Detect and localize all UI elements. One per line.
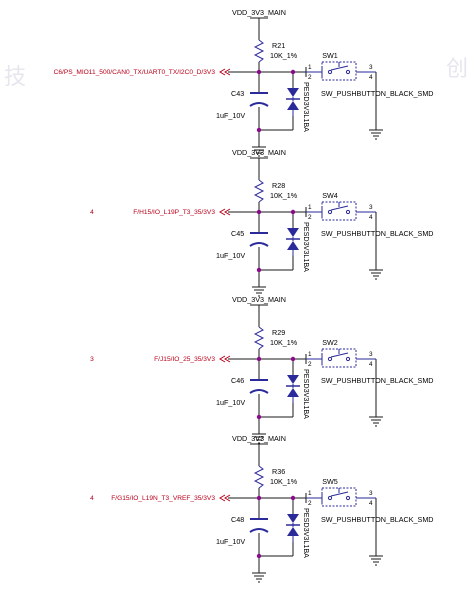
pin-2-label: 2 — [308, 500, 312, 507]
resistor-symbol — [253, 39, 265, 63]
junction-dot — [290, 69, 296, 75]
capacitor-ref: C45 — [231, 229, 244, 238]
resistor-value: 10K_1% — [270, 51, 298, 60]
sheet-number: 4 — [90, 495, 94, 502]
capacitor-symbol — [249, 92, 269, 107]
pushbutton-switch-symbol — [305, 487, 376, 507]
pin-2-label: 2 — [308, 361, 312, 368]
switch-ref: SW2 — [322, 338, 338, 347]
ground-symbol — [369, 269, 383, 280]
net-label: F/J15/IO_25_35/3V3 — [154, 356, 215, 363]
resistor-value: 10K_1% — [270, 191, 298, 200]
capacitor-ref: C43 — [231, 89, 244, 98]
junction-dot — [256, 553, 262, 559]
pin-3-label: 3 — [369, 64, 373, 71]
switch-ref: SW4 — [322, 191, 338, 200]
pin-4-label: 4 — [369, 214, 373, 221]
junction-dot — [256, 356, 262, 362]
sheet-number: 4 — [90, 209, 94, 216]
ground-symbol — [252, 433, 266, 444]
pin-4-label: 4 — [369, 361, 373, 368]
vdd-label: VDD_3V3_MAIN — [232, 148, 286, 157]
junction-dot — [256, 69, 262, 75]
pin-2-label: 2 — [308, 214, 312, 221]
switch-type: SW_PUSHBUTTON_BLACK_SMD — [321, 229, 434, 238]
switch-type: SW_PUSHBUTTON_BLACK_SMD — [321, 515, 434, 524]
pin-3-label: 3 — [369, 490, 373, 497]
capacitor-ref: C46 — [231, 376, 244, 385]
junction-dot — [290, 356, 296, 362]
capacitor-value: 1uF_10V — [216, 251, 245, 260]
vdd-label: VDD_3V3_MAIN — [232, 295, 286, 304]
pushbutton-switch-symbol — [305, 61, 376, 81]
tvs-label: PESD3V3L1BA — [302, 508, 311, 558]
ground-symbol — [252, 146, 266, 157]
resistor-symbol — [253, 465, 265, 489]
tvs-label: PESD3V3L1BA — [302, 369, 311, 419]
watermark-left: 技 — [4, 64, 26, 89]
tvs-label: PESD3V3L1BA — [302, 82, 311, 132]
net-label: F/G15/IO_L19N_T3_VREF_35/3V3 — [111, 495, 215, 502]
resistor-value: 10K_1% — [270, 338, 298, 347]
junction-dot — [290, 495, 296, 501]
ground-symbol — [252, 286, 266, 297]
tvs-diode-symbol — [286, 375, 300, 403]
tvs-diode-symbol — [286, 88, 300, 116]
ground-symbol — [252, 572, 266, 583]
pushbutton-switch-symbol — [305, 201, 376, 221]
pin-1-label: 1 — [308, 64, 312, 71]
pin-1-label: 1 — [308, 351, 312, 358]
capacitor-value: 1uF_10V — [216, 398, 245, 407]
switch-type: SW_PUSHBUTTON_BLACK_SMD — [321, 89, 434, 98]
pin-3-label: 3 — [369, 204, 373, 211]
pin-3-label: 3 — [369, 351, 373, 358]
tvs-diode-symbol — [286, 228, 300, 256]
resistor-ref: R28 — [272, 181, 285, 190]
resistor-ref: R21 — [272, 41, 285, 50]
pin-2-label: 2 — [308, 74, 312, 81]
switch-ref: SW1 — [322, 51, 338, 60]
junction-dot — [256, 127, 262, 133]
junction-dot — [290, 209, 296, 215]
capacitor-symbol — [249, 232, 269, 247]
tvs-diode-symbol — [286, 514, 300, 542]
resistor-symbol — [253, 326, 265, 350]
junction-dot — [256, 414, 262, 420]
capacitor-symbol — [249, 518, 269, 533]
sheet-number: 3 — [90, 356, 94, 363]
resistor-ref: R36 — [272, 467, 285, 476]
pin-1-label: 1 — [308, 204, 312, 211]
pushbutton-switch-symbol — [305, 348, 376, 368]
resistor-ref: R29 — [272, 328, 285, 337]
pin-1-label: 1 — [308, 490, 312, 497]
capacitor-value: 1uF_10V — [216, 111, 245, 120]
junction-dot — [256, 267, 262, 273]
resistor-value: 10K_1% — [270, 477, 298, 486]
pin-4-label: 4 — [369, 74, 373, 81]
net-label: F/H15/IO_L19P_T3_35/3V3 — [133, 209, 215, 216]
ground-symbol — [369, 555, 383, 566]
capacitor-symbol — [249, 379, 269, 394]
ground-symbol — [369, 416, 383, 427]
vdd-label: VDD_3V3_MAIN — [232, 8, 286, 17]
switch-ref: SW5 — [322, 477, 338, 486]
switch-type: SW_PUSHBUTTON_BLACK_SMD — [321, 376, 434, 385]
net-label: C6/PS_MIO11_500/CAN0_TX/UART0_TX/I2C0_D/… — [54, 69, 216, 76]
capacitor-ref: C48 — [231, 515, 244, 524]
pushbutton-blocks: VDD_3V3_MAINR2110K_1%C6/PS_MIO11_500/CAN… — [54, 8, 434, 583]
ground-symbol — [369, 129, 383, 140]
vdd-label: VDD_3V3_MAIN — [232, 434, 286, 443]
watermark-right: 创 — [446, 56, 468, 81]
junction-dot — [256, 209, 262, 215]
resistor-symbol — [253, 179, 265, 203]
junction-dot — [256, 495, 262, 501]
tvs-label: PESD3V3L1BA — [302, 222, 311, 272]
pin-4-label: 4 — [369, 500, 373, 507]
capacitor-value: 1uF_10V — [216, 537, 245, 546]
